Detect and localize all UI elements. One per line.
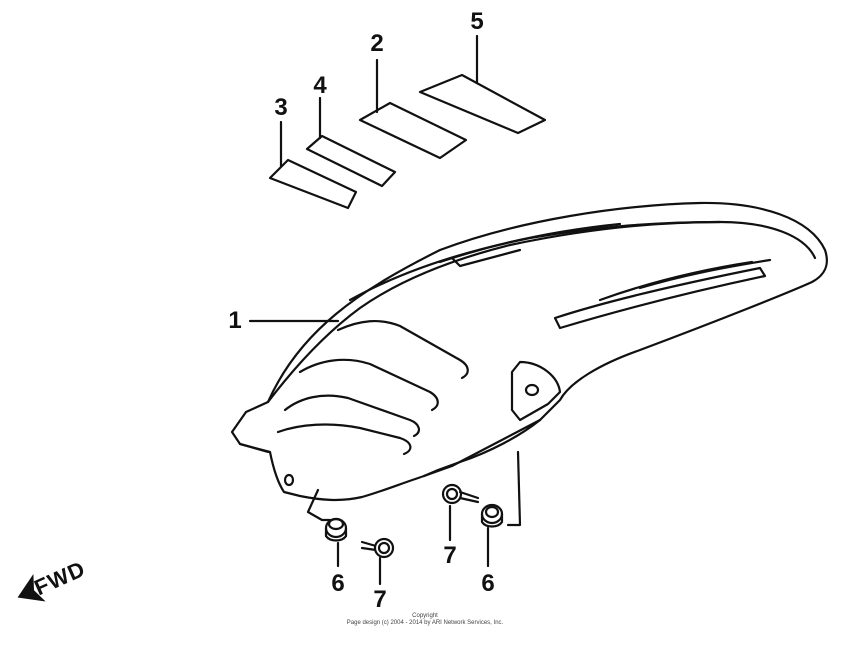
callout-6-right: 6 xyxy=(481,570,495,597)
callout-4: 4 xyxy=(313,72,327,99)
decal-strip-5 xyxy=(418,73,547,135)
rear-fender xyxy=(230,201,829,502)
callout-7-left: 7 xyxy=(373,586,387,613)
decal-strip-2 xyxy=(358,101,468,160)
callout-7-right: 7 xyxy=(443,542,457,569)
bolt-7-right xyxy=(441,483,480,505)
callout-6-left: 6 xyxy=(331,570,345,597)
arrow-forward-icon xyxy=(17,574,46,602)
forward-indicator: FWD xyxy=(10,535,131,625)
copyright-line-2: Page design (c) 2004 - 2014 by ARI Netwo… xyxy=(346,620,504,626)
bolt-7-left xyxy=(360,537,395,559)
callout-5: 5 xyxy=(470,8,484,35)
leader-fastener-right xyxy=(506,450,522,527)
decal-strip-4 xyxy=(305,134,397,188)
callout-1: 1 xyxy=(228,307,242,334)
callout-2: 2 xyxy=(370,30,384,57)
nut-6-right xyxy=(480,503,504,528)
copyright-notice: Copyright Page design (c) 2004 - 2014 by… xyxy=(0,613,850,627)
nut-6-left xyxy=(324,517,348,542)
copyright-line-1: Copyright xyxy=(412,613,438,619)
leader-fastener-left xyxy=(306,488,332,522)
callout-3: 3 xyxy=(274,94,288,121)
